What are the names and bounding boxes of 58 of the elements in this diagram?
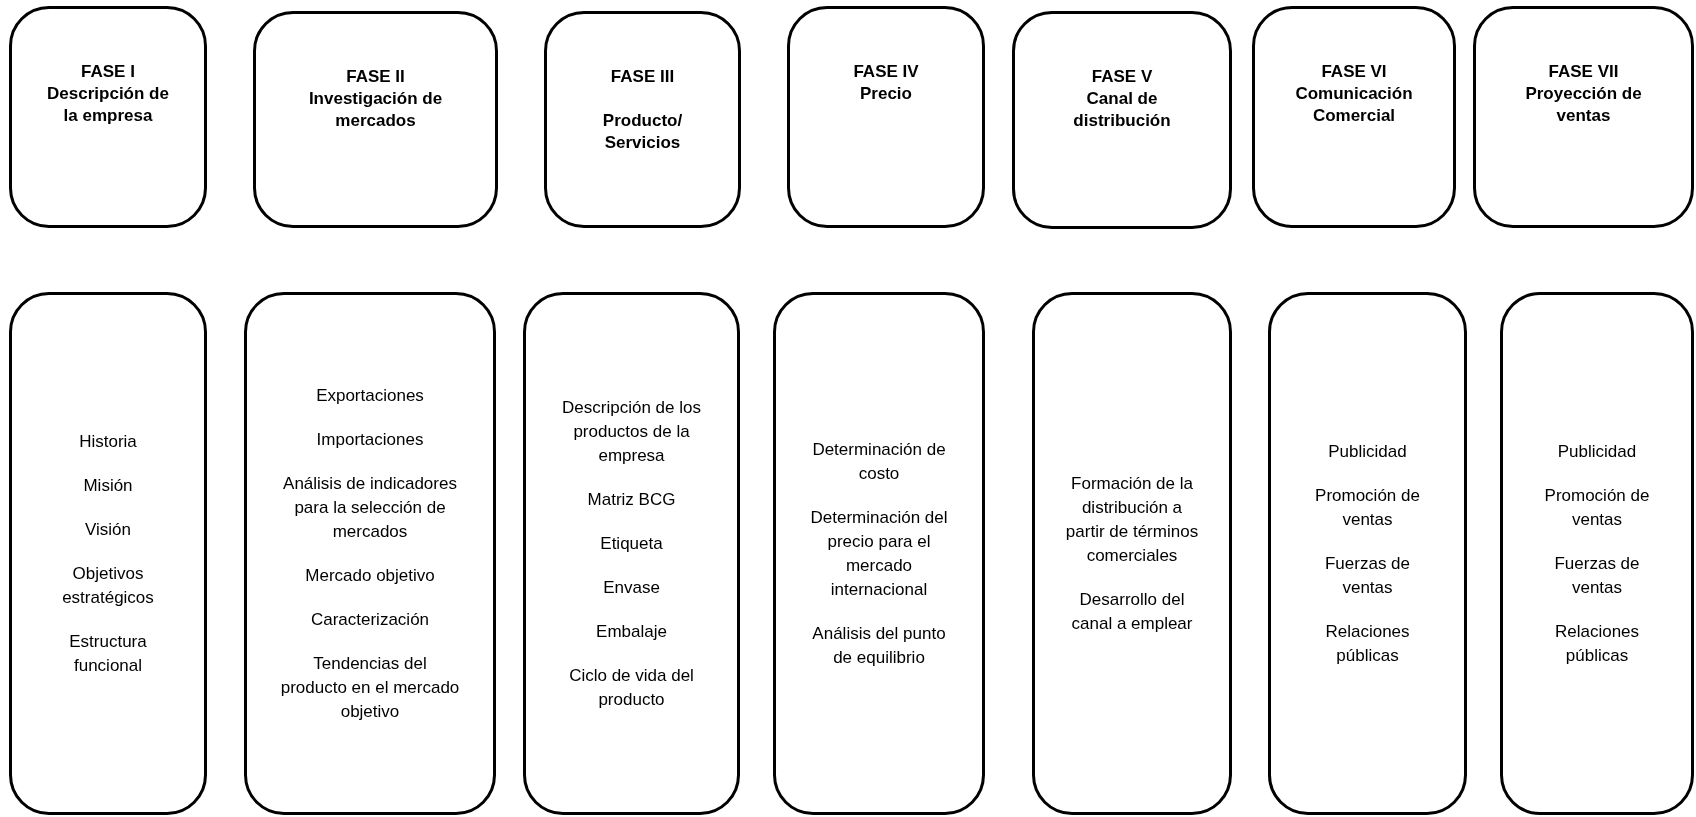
content-item: Embalaje — [596, 620, 667, 643]
phase-number: FASE II — [346, 66, 405, 88]
phase-content-box — [523, 292, 740, 815]
content-item: Promoción de ventas — [1543, 484, 1651, 531]
content-item: Relaciones públicas — [1324, 620, 1411, 667]
phase-title: Proyección de ventas — [1524, 83, 1643, 127]
content-item: Determinación del precio para el mercado internacional — [809, 506, 949, 601]
phase-number: FASE VI — [1321, 61, 1387, 83]
content-item: Tendencias del producto en el mercado objetivo — [280, 652, 460, 723]
content-item: Mercado objetivo — [305, 564, 435, 587]
content-item: Publicidad — [1328, 440, 1407, 463]
content-item: Fuerzas de ventas — [1553, 552, 1641, 599]
content-item: Descripción de los productos de la empresa — [561, 396, 702, 467]
content-item: Visión — [85, 518, 131, 541]
phase-title: Producto/ Servicios — [601, 110, 684, 154]
content-item: Publicidad — [1557, 440, 1637, 463]
phase-title: Canal de distribución — [1072, 88, 1172, 132]
content-item: Matriz BCG — [587, 488, 676, 511]
content-item: Caracterización — [310, 608, 430, 631]
phase-header-box — [1473, 6, 1694, 228]
phase-number: FASE I — [81, 61, 135, 83]
phase-header-box — [1252, 6, 1456, 228]
content-item: Etiqueta — [600, 532, 663, 555]
phase-content-box — [9, 292, 207, 815]
phase-number: FASE VII — [1548, 61, 1619, 83]
phase-content-box — [1268, 292, 1467, 815]
phase-title: Investigación de mercados — [307, 88, 444, 132]
phase-number: FASE IV — [853, 61, 919, 83]
content-item: Formación de la distribución a partir de términos comerciales — [1064, 472, 1200, 567]
content-item: Análisis del punto de equilibrio — [811, 622, 947, 669]
content-item: Determinación de costo — [811, 438, 947, 485]
content-item: Estructura funcional — [68, 630, 148, 677]
phase-title: Precio — [860, 83, 912, 105]
phase-number: FASE III — [610, 66, 675, 88]
phase-header-box — [544, 11, 741, 228]
phase-content-box — [773, 292, 985, 815]
content-item: Fuerzas de ventas — [1323, 552, 1411, 599]
content-item: Desarrollo del canal a emplear — [1070, 588, 1194, 635]
phase-title: Descripción de la empresa — [46, 83, 170, 127]
content-item: Objetivos estratégicos — [61, 562, 155, 609]
phase-content-box — [244, 292, 496, 815]
content-item: Análisis de indicadores para la selección de mercados — [282, 472, 458, 543]
content-item: Misión — [83, 474, 133, 497]
phase-content-box — [1500, 292, 1694, 815]
content-item: Promoción de ventas — [1314, 484, 1421, 531]
content-item: Exportaciones — [316, 384, 424, 407]
content-item: Historia — [79, 430, 137, 453]
phase-header-box — [1012, 11, 1232, 229]
phase-title: Comunicación Comercial — [1294, 83, 1414, 127]
content-item: Relaciones públicas — [1553, 620, 1641, 667]
phase-header-box — [787, 6, 985, 228]
phase-header-box — [9, 6, 207, 228]
phase-content-box — [1032, 292, 1232, 815]
content-item: Envase — [603, 576, 660, 599]
content-item: Importaciones — [316, 428, 424, 451]
content-item: Ciclo de vida del producto — [568, 664, 695, 711]
phase-header-box — [253, 11, 498, 228]
phase-number: FASE V — [1091, 66, 1153, 88]
